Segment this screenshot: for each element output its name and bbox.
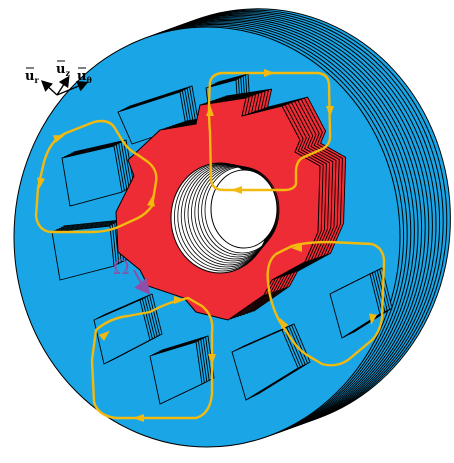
rotor-bore-inner (210, 169, 278, 249)
stator-pole-layer (231, 329, 299, 401)
flux-arrow-head (174, 296, 185, 304)
flux-arrow-head (133, 414, 144, 422)
flux-arrow-head (326, 106, 334, 117)
flux-arrow-head (208, 354, 216, 365)
flux-arrow-head (206, 105, 214, 116)
rotor (115, 88, 347, 321)
unit-vector-theta-arrow (56, 81, 89, 96)
flux-arrow-head (52, 135, 65, 143)
rotation-symbol-label: Ω (113, 255, 130, 279)
flux-loop-right (266, 240, 386, 367)
flux-loop-top (207, 71, 332, 192)
flux-arrow-head (98, 330, 110, 341)
stator-pole (329, 267, 393, 339)
flux-arrow-head (369, 313, 377, 325)
flux-arrow-head (279, 317, 289, 330)
flux-loop-bottom (90, 296, 214, 420)
bore-ring (204, 166, 280, 254)
flux-arrow-head (231, 186, 242, 194)
stator-pole (51, 219, 127, 281)
unit-vector-r-label: ur (25, 69, 39, 85)
stator-pole-layer (51, 225, 115, 281)
flux-arrow-head (264, 69, 275, 77)
bore-ring (201, 166, 279, 256)
stator-pole (231, 323, 311, 401)
unit-vector-z-arrow (56, 75, 70, 96)
flux-arrow-head (37, 177, 45, 189)
stator-pole (149, 335, 215, 405)
stator-pole-layer (61, 145, 123, 207)
rotation-arrow (133, 269, 151, 296)
flux-loop-left (34, 119, 158, 234)
stator-poles (51, 73, 393, 405)
rotation-indicator: Ω (113, 255, 151, 296)
unit-vector-r-arrow (40, 80, 58, 96)
stator-pole-layer (149, 341, 203, 405)
unit-vector-triad: ur uz uθ (25, 60, 92, 96)
stator-pole-layer (93, 299, 151, 365)
unit-vector-z-label: uz (56, 62, 70, 78)
stator-pole (93, 293, 163, 365)
flux-arrows (37, 69, 377, 422)
stator-pole (61, 139, 135, 207)
flux-arrow-head (291, 244, 302, 252)
flux-paths (34, 71, 386, 420)
flux-arrow-head (147, 195, 155, 207)
unit-vector-theta-label: uθ (77, 69, 92, 85)
stator-pole-layer (329, 273, 381, 339)
